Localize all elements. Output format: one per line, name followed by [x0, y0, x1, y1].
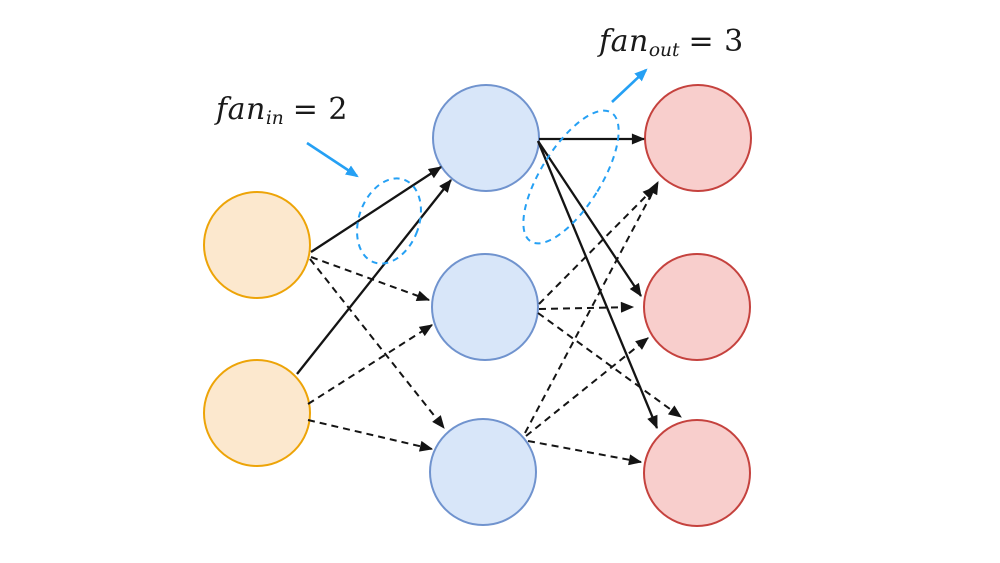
- fan-in-label: fanin = 2: [216, 92, 348, 129]
- hidden-node-3: [429, 418, 537, 526]
- output-node-3: [643, 419, 751, 527]
- output-node-2: [643, 253, 751, 361]
- connection-arrow-input-1-to-hidden-2: [310, 256, 431, 302]
- fan-out-label-subscript: out: [648, 40, 680, 62]
- connection-arrow-input-2-to-hidden-3: [307, 419, 434, 452]
- fan-out-label: fanout = 3: [599, 24, 744, 61]
- connection-arrow-hidden-2-to-output-2: [538, 301, 635, 313]
- connection-arrow-hidden-3-to-output-3: [527, 440, 643, 466]
- output-node-1: [644, 84, 752, 192]
- hidden-node-2: [431, 253, 539, 361]
- fan-in-label-subscript: in: [265, 108, 284, 130]
- connection-arrow-hidden-2-to-output-3: [537, 312, 682, 418]
- fan-in-label-base: fan: [216, 92, 266, 127]
- connection-arrow-input-2-to-hidden-2: [307, 324, 433, 405]
- connection-arrow-hidden-2-to-output-1: [538, 186, 656, 305]
- fan-in-pointer-arrow: [306, 141, 359, 178]
- hidden-node-1: [432, 84, 540, 192]
- connection-arrow-hidden-3-to-output-2: [525, 337, 649, 437]
- connection-arrow-hidden-1-to-output-3: [536, 140, 659, 430]
- fan-out-label-value: = 3: [688, 24, 744, 59]
- connection-arrow-hidden-1-to-output-2: [537, 140, 642, 297]
- connection-arrow-input-1-to-hidden-3: [309, 258, 445, 429]
- fan-in-label-value: = 2: [292, 92, 349, 127]
- fan-out-pointer-arrow: [611, 68, 648, 103]
- input-node-2: [203, 359, 311, 467]
- connection-arrow-input-1-to-hidden-1: [310, 166, 442, 253]
- fan-in-highlight-ellipse: [356, 177, 422, 265]
- connection-arrow-input-2-to-hidden-1: [296, 179, 452, 375]
- input-node-1: [203, 191, 311, 299]
- fan-out-label-base: fan: [599, 24, 649, 59]
